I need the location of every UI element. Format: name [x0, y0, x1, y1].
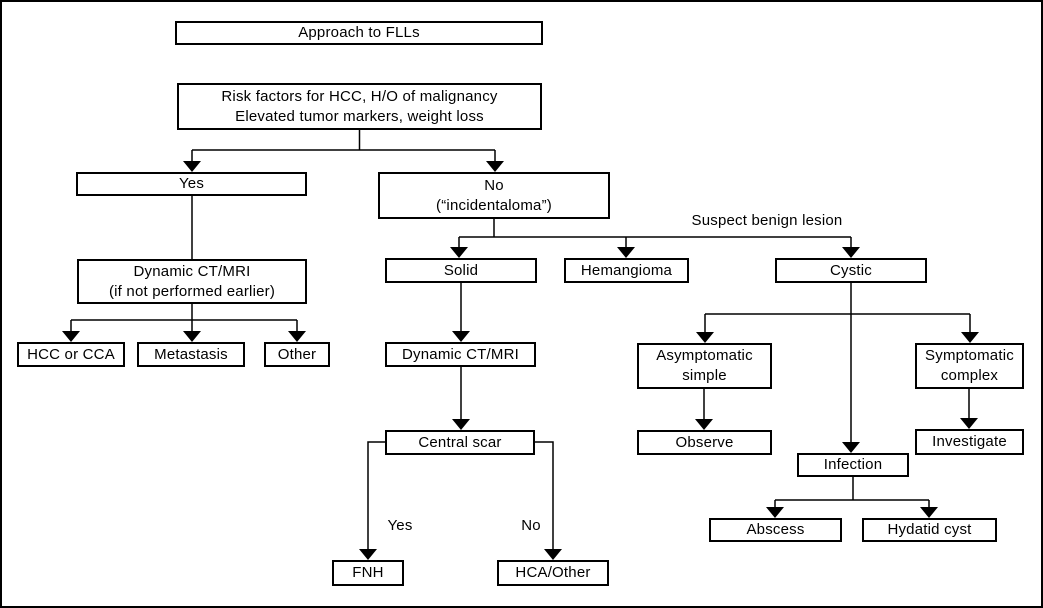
- node-hydatid-cyst-label: Hydatid cyst: [887, 521, 972, 538]
- node-central-scar: Central scar: [385, 430, 535, 455]
- node-hydatid-cyst: Hydatid cyst: [862, 518, 997, 542]
- arrowhead: [766, 507, 784, 518]
- edge-label-yes: Yes: [387, 517, 413, 534]
- node-dynamic-ct-mri-1: Dynamic CT/MRI (if not performed earlier…: [77, 259, 307, 304]
- edge-risk-to-yes-no: [183, 130, 504, 172]
- arrowhead: [617, 247, 635, 258]
- arrowhead: [450, 247, 468, 258]
- node-risk-factors-line2: Elevated tumor markers, weight loss: [235, 107, 484, 125]
- node-yes: Yes: [76, 172, 307, 196]
- node-asymptomatic-simple: Asymptomatic simple: [637, 343, 772, 389]
- edge-solid-to-dynamic2: [452, 283, 470, 342]
- node-metastasis-label: Metastasis: [154, 345, 228, 363]
- arrowhead: [359, 549, 377, 560]
- node-fnh-label: FNH: [352, 564, 384, 581]
- arrowhead: [695, 419, 713, 430]
- arrowhead: [842, 247, 860, 258]
- node-dynamic-ct-mri-2: Dynamic CT/MRI: [385, 342, 536, 367]
- edge-label-suspect-benign-lesion: Suspect benign lesion: [691, 212, 843, 229]
- node-cystic: Cystic: [775, 258, 927, 283]
- node-risk-factors-line1: Risk factors for HCC, H/O of malignancy: [221, 87, 498, 105]
- edge-infection-branches: [766, 477, 938, 518]
- node-other-label: Other: [277, 345, 317, 363]
- node-central-scar-label: Central scar: [418, 433, 502, 451]
- node-abscess-label: Abscess: [746, 521, 805, 538]
- edge-symptomatic-to-investigate: [960, 389, 978, 429]
- edge-dynamic2-to-central-scar: [452, 367, 470, 430]
- arrowhead: [183, 331, 201, 342]
- node-cystic-label: Cystic: [829, 261, 873, 279]
- node-symptomatic-line1: Symptomatic: [925, 347, 1014, 364]
- arrowhead: [842, 442, 860, 453]
- node-approach-label: Approach to FLLs: [298, 24, 420, 41]
- node-no-line2: (“incidentaloma”): [436, 196, 552, 214]
- node-investigate: Investigate: [915, 429, 1024, 455]
- node-no-incidentaloma: No (“incidentaloma”): [378, 172, 610, 219]
- node-fnh: FNH: [332, 560, 404, 586]
- node-metastasis: Metastasis: [137, 342, 245, 367]
- edge-dynamic-to-results: [62, 304, 306, 342]
- node-symptomatic-complex: Symptomatic complex: [915, 343, 1024, 389]
- node-approach: Approach to FLLs: [175, 21, 543, 45]
- node-symptomatic-line2: complex: [940, 367, 999, 384]
- node-solid-label: Solid: [443, 261, 479, 279]
- arrowhead: [288, 331, 306, 342]
- node-hemangioma: Hemangioma: [564, 258, 689, 283]
- node-hca-other-label: HCA/Other: [515, 564, 591, 581]
- node-investigate-label: Investigate: [932, 433, 1007, 450]
- arrowhead: [62, 331, 80, 342]
- arrowhead: [696, 332, 714, 343]
- edge-central-scar-to-fnh: [359, 441, 385, 560]
- arrowhead: [183, 161, 201, 172]
- arrowhead: [960, 418, 978, 429]
- arrowhead: [961, 332, 979, 343]
- edge-asymptomatic-to-observe: [695, 389, 713, 430]
- node-hcc-or-cca: HCC or CCA: [17, 342, 125, 367]
- node-infection: Infection: [797, 453, 909, 477]
- node-hca-other: HCA/Other: [497, 560, 609, 586]
- arrowhead: [920, 507, 938, 518]
- node-no-line1: No: [484, 176, 504, 194]
- arrowhead: [544, 549, 562, 560]
- edge-label-no: No: [521, 517, 541, 534]
- node-solid: Solid: [385, 258, 537, 283]
- node-abscess: Abscess: [709, 518, 842, 542]
- node-infection-label: Infection: [823, 456, 883, 473]
- node-asymptomatic-line1: Asymptomatic: [656, 347, 753, 364]
- arrowhead: [486, 161, 504, 172]
- node-dynamic-ct-mri-1-line2: (if not performed earlier): [108, 282, 276, 300]
- node-hcc-or-cca-label: HCC or CCA: [27, 345, 115, 363]
- node-yes-label: Yes: [178, 175, 205, 192]
- edge-central-scar-to-hca: [535, 441, 562, 560]
- node-dynamic-ct-mri-1-line1: Dynamic CT/MRI: [133, 262, 251, 280]
- arrowhead: [452, 419, 470, 430]
- node-observe: Observe: [637, 430, 772, 455]
- node-dynamic-ct-mri-2-label: Dynamic CT/MRI: [402, 345, 519, 363]
- node-observe-label: Observe: [675, 433, 734, 451]
- node-risk-factors: Risk factors for HCC, H/O of malignancy …: [177, 83, 542, 130]
- node-other: Other: [264, 342, 330, 367]
- node-asymptomatic-line2: simple: [682, 367, 727, 384]
- arrowhead: [452, 331, 470, 342]
- node-hemangioma-label: Hemangioma: [580, 261, 673, 279]
